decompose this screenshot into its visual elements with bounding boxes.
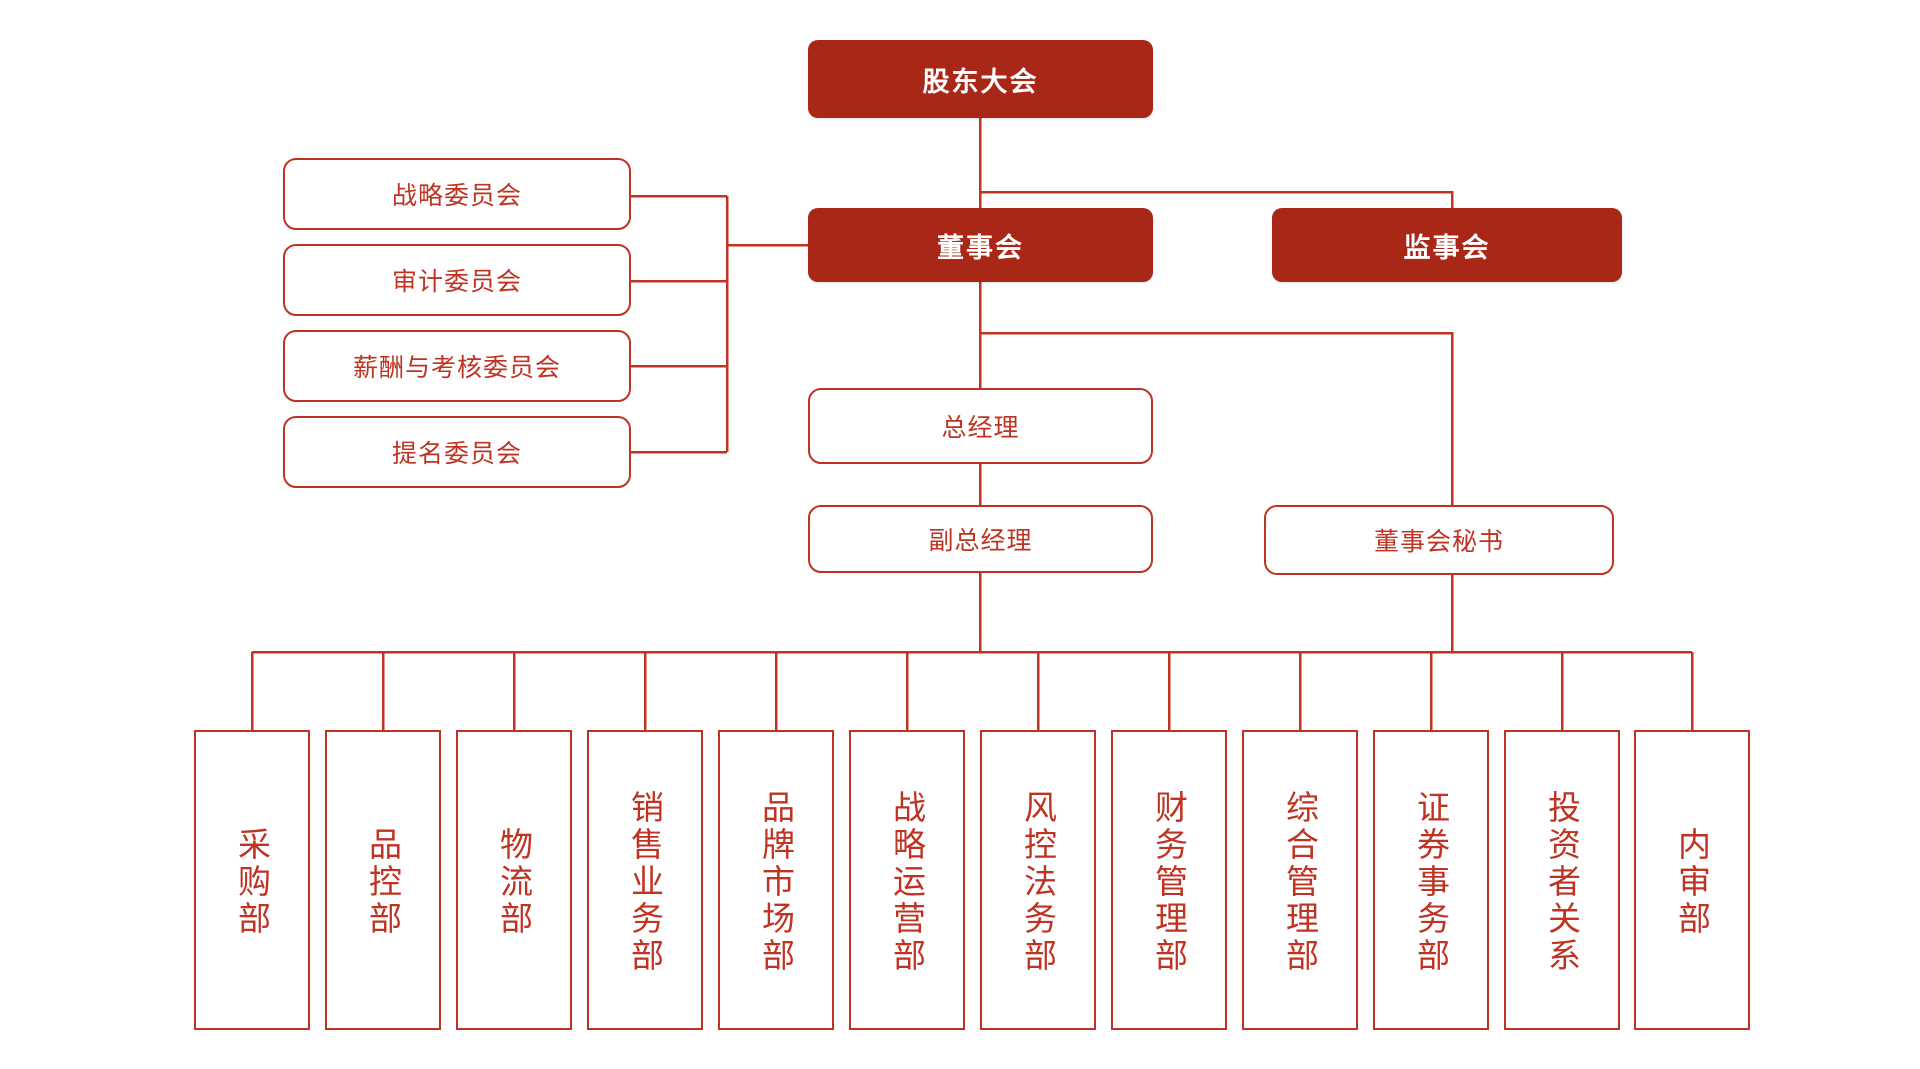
node-board-of-directors-label: 董事会 (937, 232, 1024, 263)
node-department-logistics-label: 物流部 (495, 826, 533, 938)
node-deputy-general-manager[interactable]: 副总经理 (808, 505, 1153, 573)
node-audit-committee[interactable]: 审计委员会 (283, 244, 631, 316)
node-department-risk-legal-label: 风控法务部 (1019, 789, 1057, 975)
node-department-logistics[interactable]: 物流部 (456, 730, 572, 1030)
node-nomination-committee[interactable]: 提名委员会 (283, 416, 631, 488)
node-department-internal-audit[interactable]: 内审部 (1634, 730, 1750, 1030)
node-department-investor-relations-label: 投资者关系 (1543, 789, 1581, 975)
node-remuneration-committee-label: 薪酬与考核委员会 (352, 354, 561, 382)
node-department-investor-relations[interactable]: 投资者关系 (1504, 730, 1620, 1030)
node-remuneration-committee[interactable]: 薪酬与考核委员会 (283, 330, 631, 402)
node-department-brand-marketing[interactable]: 品牌市场部 (718, 730, 834, 1030)
node-strategy-committee[interactable]: 战略委员会 (283, 158, 631, 230)
node-department-securities-affairs-label: 证券事务部 (1412, 789, 1450, 975)
node-department-strategy-operations-label: 战略运营部 (888, 789, 926, 975)
node-department-quality-control-label: 品控部 (364, 826, 402, 938)
node-department-finance-management[interactable]: 财务管理部 (1111, 730, 1227, 1030)
node-board-of-supervisors[interactable]: 监事会 (1272, 208, 1622, 282)
node-nomination-committee-label: 提名委员会 (391, 440, 522, 468)
node-board-of-directors[interactable]: 董事会 (808, 208, 1153, 282)
node-board-secretary[interactable]: 董事会秘书 (1264, 505, 1614, 575)
node-shareholders-meeting-label: 股东大会 (922, 66, 1039, 97)
node-department-sales-business[interactable]: 销售业务部 (587, 730, 703, 1030)
node-strategy-committee-label: 战略委员会 (391, 182, 522, 210)
node-department-strategy-operations[interactable]: 战略运营部 (849, 730, 965, 1030)
node-department-finance-management-label: 财务管理部 (1150, 789, 1188, 975)
node-department-securities-affairs[interactable]: 证券事务部 (1373, 730, 1489, 1030)
node-department-quality-control[interactable]: 品控部 (325, 730, 441, 1030)
node-department-brand-marketing-label: 品牌市场部 (757, 789, 795, 975)
node-board-secretary-label: 董事会秘书 (1373, 528, 1504, 556)
node-deputy-general-manager-label: 副总经理 (928, 527, 1033, 555)
node-board-of-supervisors-label: 监事会 (1403, 232, 1491, 263)
node-department-general-management[interactable]: 综合管理部 (1242, 730, 1358, 1030)
node-audit-committee-label: 审计委员会 (391, 268, 522, 296)
node-department-sales-business-label: 销售业务部 (626, 789, 664, 975)
node-department-procurement[interactable]: 采购部 (194, 730, 310, 1030)
node-department-risk-legal[interactable]: 风控法务部 (980, 730, 1096, 1030)
node-general-manager-label: 总经理 (941, 414, 1020, 442)
node-general-manager[interactable]: 总经理 (808, 388, 1153, 464)
node-department-general-management-label: 综合管理部 (1281, 789, 1319, 975)
node-department-internal-audit-label: 内审部 (1673, 826, 1711, 938)
node-shareholders-meeting[interactable]: 股东大会 (808, 40, 1153, 118)
node-department-procurement-label: 采购部 (233, 826, 271, 938)
